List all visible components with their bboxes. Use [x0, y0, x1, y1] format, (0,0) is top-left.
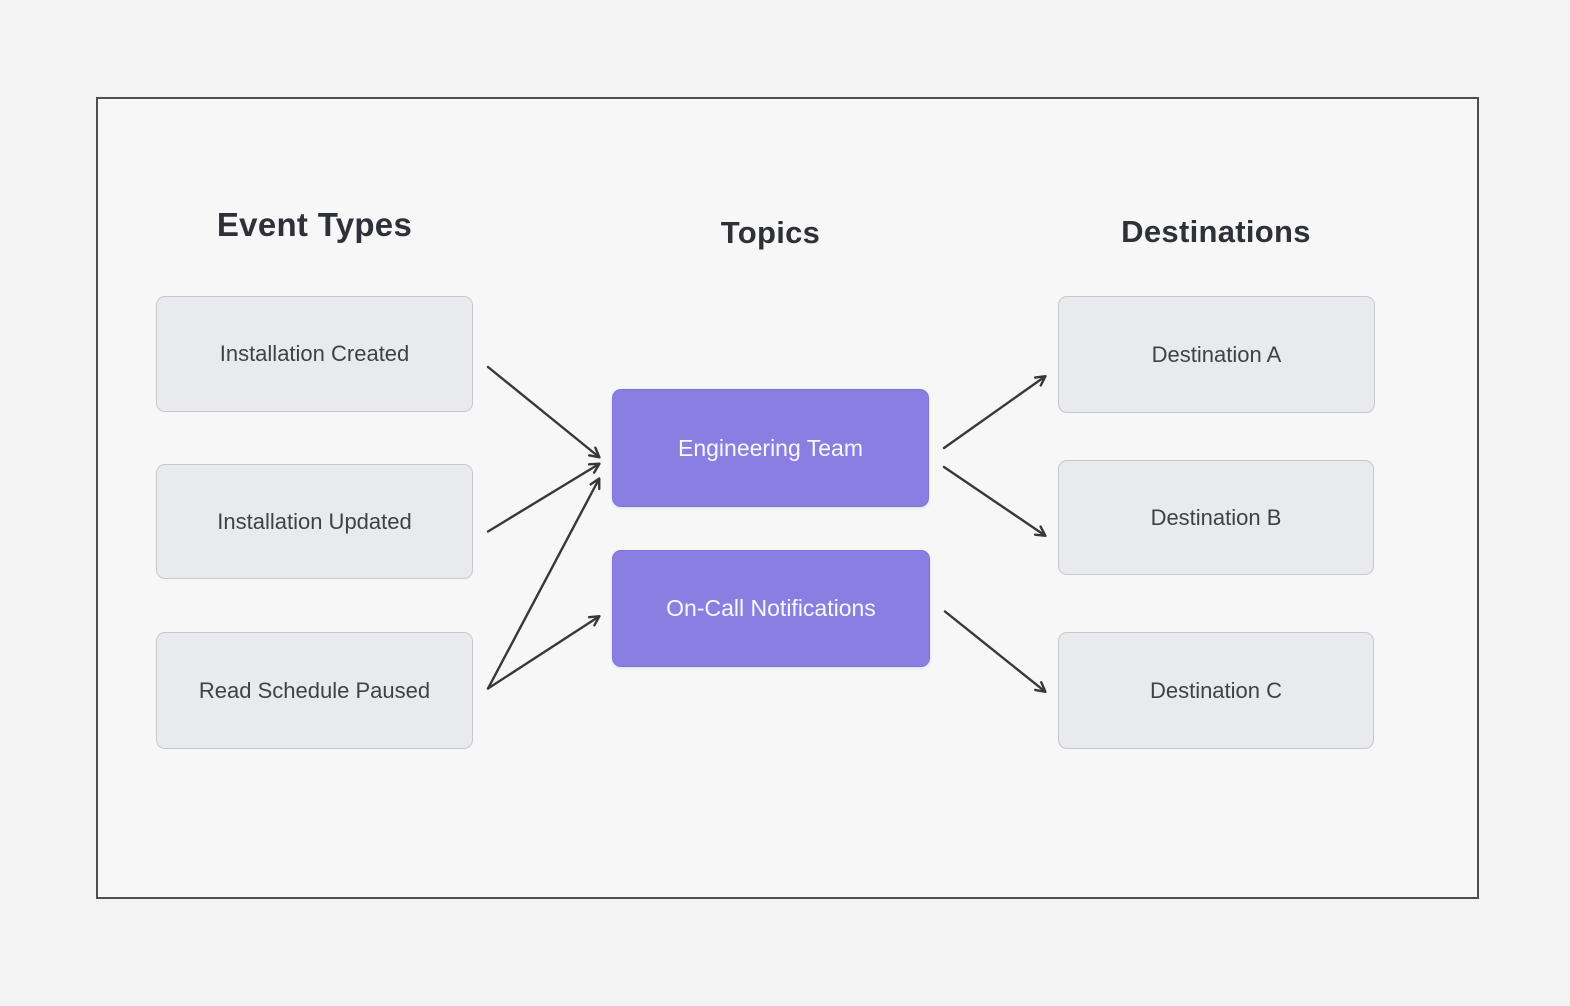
- column-header-event-types: Event Types: [216, 206, 413, 243]
- column-header-topics: Topics: [720, 215, 821, 250]
- node-on-call-notifications: On-Call Notifications: [612, 550, 930, 667]
- node-destination-c: Destination C: [1058, 632, 1374, 749]
- node-engineering-team: Engineering Team: [612, 389, 929, 507]
- node-installation-updated: Installation Updated: [156, 464, 473, 579]
- node-installation-created: Installation Created: [156, 296, 473, 412]
- column-header-destinations: Destinations: [1121, 214, 1311, 249]
- node-destination-b: Destination B: [1058, 460, 1374, 575]
- node-read-schedule-paused: Read Schedule Paused: [156, 632, 473, 749]
- node-destination-a: Destination A: [1058, 296, 1375, 413]
